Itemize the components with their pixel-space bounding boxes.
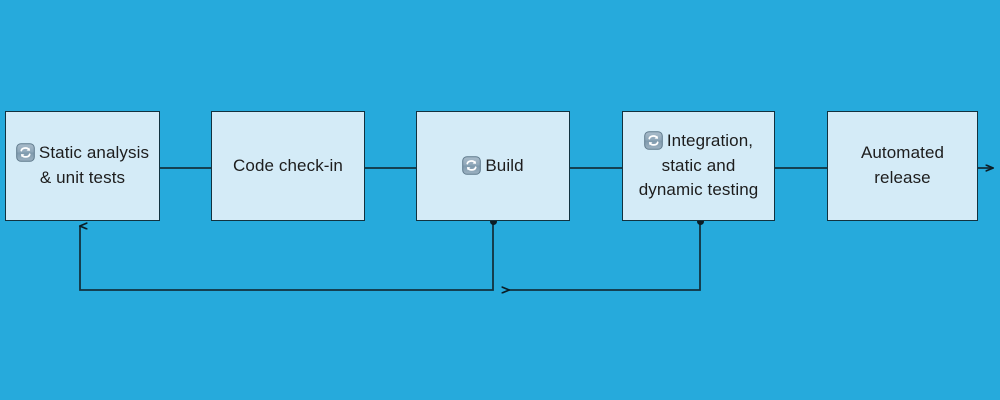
- node-integration-testing-label: Integration, static and dynamic testing: [623, 129, 774, 204]
- loop-icon: [16, 143, 35, 162]
- build-bottom-port: [489, 217, 497, 225]
- connector-testing-feedback: [509, 221, 701, 290]
- node-integration-testing-text: Integration, static and dynamic testing: [638, 130, 759, 200]
- node-static-analysis-label: Static analysis & unit tests: [6, 141, 159, 191]
- testing-bottom-port: [696, 217, 704, 225]
- node-build-text: Build: [485, 155, 524, 175]
- node-static-analysis[interactable]: Static analysis & unit tests: [5, 111, 160, 221]
- loop-icon: [644, 130, 663, 150]
- connector-build-feedback: [80, 221, 494, 291]
- node-automated-release-label: Automated release: [860, 143, 945, 187]
- node-code-check-in-label: Code check-in: [233, 155, 343, 175]
- node-build[interactable]: Build: [416, 111, 570, 221]
- node-integration-testing[interactable]: Integration, static and dynamic testing: [622, 111, 775, 221]
- node-code-check-in[interactable]: Code check-in: [211, 111, 365, 221]
- node-build-label: Build: [453, 154, 532, 179]
- loop-icon: [462, 155, 482, 175]
- node-automated-release[interactable]: Automated release: [827, 111, 978, 221]
- node-static-analysis-text: Static analysis & unit tests: [38, 143, 150, 187]
